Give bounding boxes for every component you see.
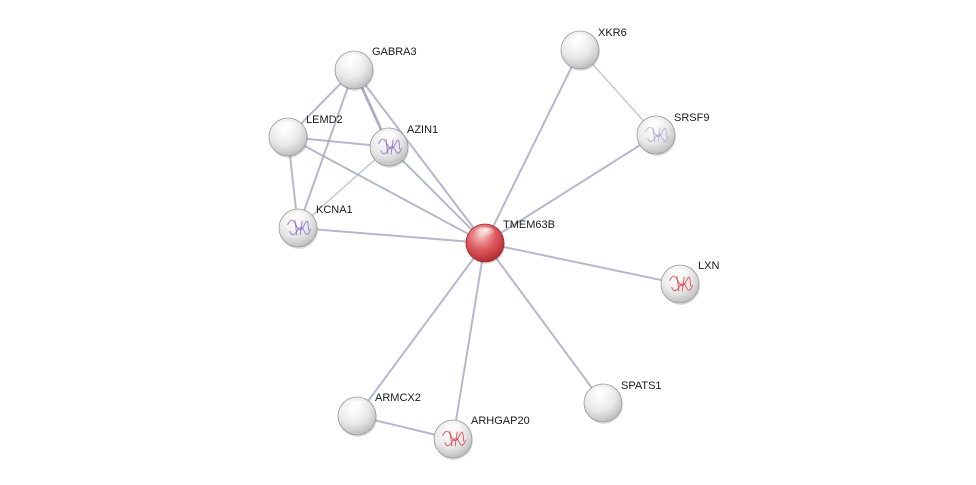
node-label-lxn: LXN: [698, 260, 719, 272]
edge-tmem63b-arhgap20[interactable]: [452, 242, 486, 440]
node-highlight: [668, 268, 692, 283]
edge-azin1-kcna1[interactable]: [297, 146, 390, 229]
edge-tmem63b-armcx2[interactable]: [356, 242, 486, 417]
node-highlight: [591, 387, 615, 402]
node-srsf9[interactable]: SRSF9: [636, 112, 709, 156]
node-azin1[interactable]: AZIN1: [369, 124, 438, 168]
edge-gabra3-kcna1[interactable]: [297, 69, 355, 229]
node-kcna1[interactable]: KCNA1: [278, 204, 353, 249]
node-label-armcx2: ARMCX2: [375, 392, 421, 404]
node-highlight: [644, 119, 668, 134]
node-highlight: [377, 131, 401, 146]
node-highlight: [276, 121, 300, 136]
edge-tmem63b-gabra3[interactable]: [353, 69, 486, 244]
node-label-kcna1: KCNA1: [316, 204, 353, 216]
edge-tmem63b-spats1[interactable]: [484, 242, 604, 404]
edge-tmem63b-lemd2[interactable]: [287, 136, 486, 244]
node-label-tmem63b: TMEM63B: [503, 219, 555, 231]
node-lxn[interactable]: LXN: [660, 260, 719, 305]
edge-tmem63b-azin1[interactable]: [388, 146, 486, 244]
edge-tmem63b-lxn[interactable]: [484, 242, 681, 285]
node-tmem63b[interactable]: TMEM63B: [465, 219, 555, 264]
node-label-spats1: SPATS1: [621, 380, 662, 392]
edge-tmem63b-srsf9[interactable]: [484, 134, 657, 244]
node-highlight: [342, 54, 366, 69]
node-spats1[interactable]: SPATS1: [583, 380, 662, 424]
node-label-lemd2: LEMD2: [306, 114, 343, 126]
node-arhgap20[interactable]: ARHGAP20: [433, 415, 530, 460]
node-label-xkr6: XKR6: [598, 27, 627, 39]
node-xkr6[interactable]: XKR6: [560, 27, 627, 71]
node-label-gabra3: GABRA3: [372, 46, 417, 58]
node-label-arhgap20: ARHGAP20: [471, 415, 530, 427]
node-label-azin1: AZIN1: [407, 124, 438, 136]
node-label-srsf9: SRSF9: [674, 112, 709, 124]
edge-tmem63b-xkr6[interactable]: [484, 49, 581, 244]
node-highlight: [473, 227, 497, 242]
node-highlight: [568, 34, 592, 49]
node-armcx2[interactable]: ARMCX2: [337, 392, 421, 437]
node-gabra3[interactable]: GABRA3: [334, 46, 417, 91]
node-highlight: [286, 212, 310, 227]
node-highlight: [345, 400, 369, 415]
edge-tmem63b-kcna1[interactable]: [297, 227, 486, 244]
node-highlight: [441, 423, 465, 438]
node-lemd2[interactable]: LEMD2: [268, 114, 343, 158]
